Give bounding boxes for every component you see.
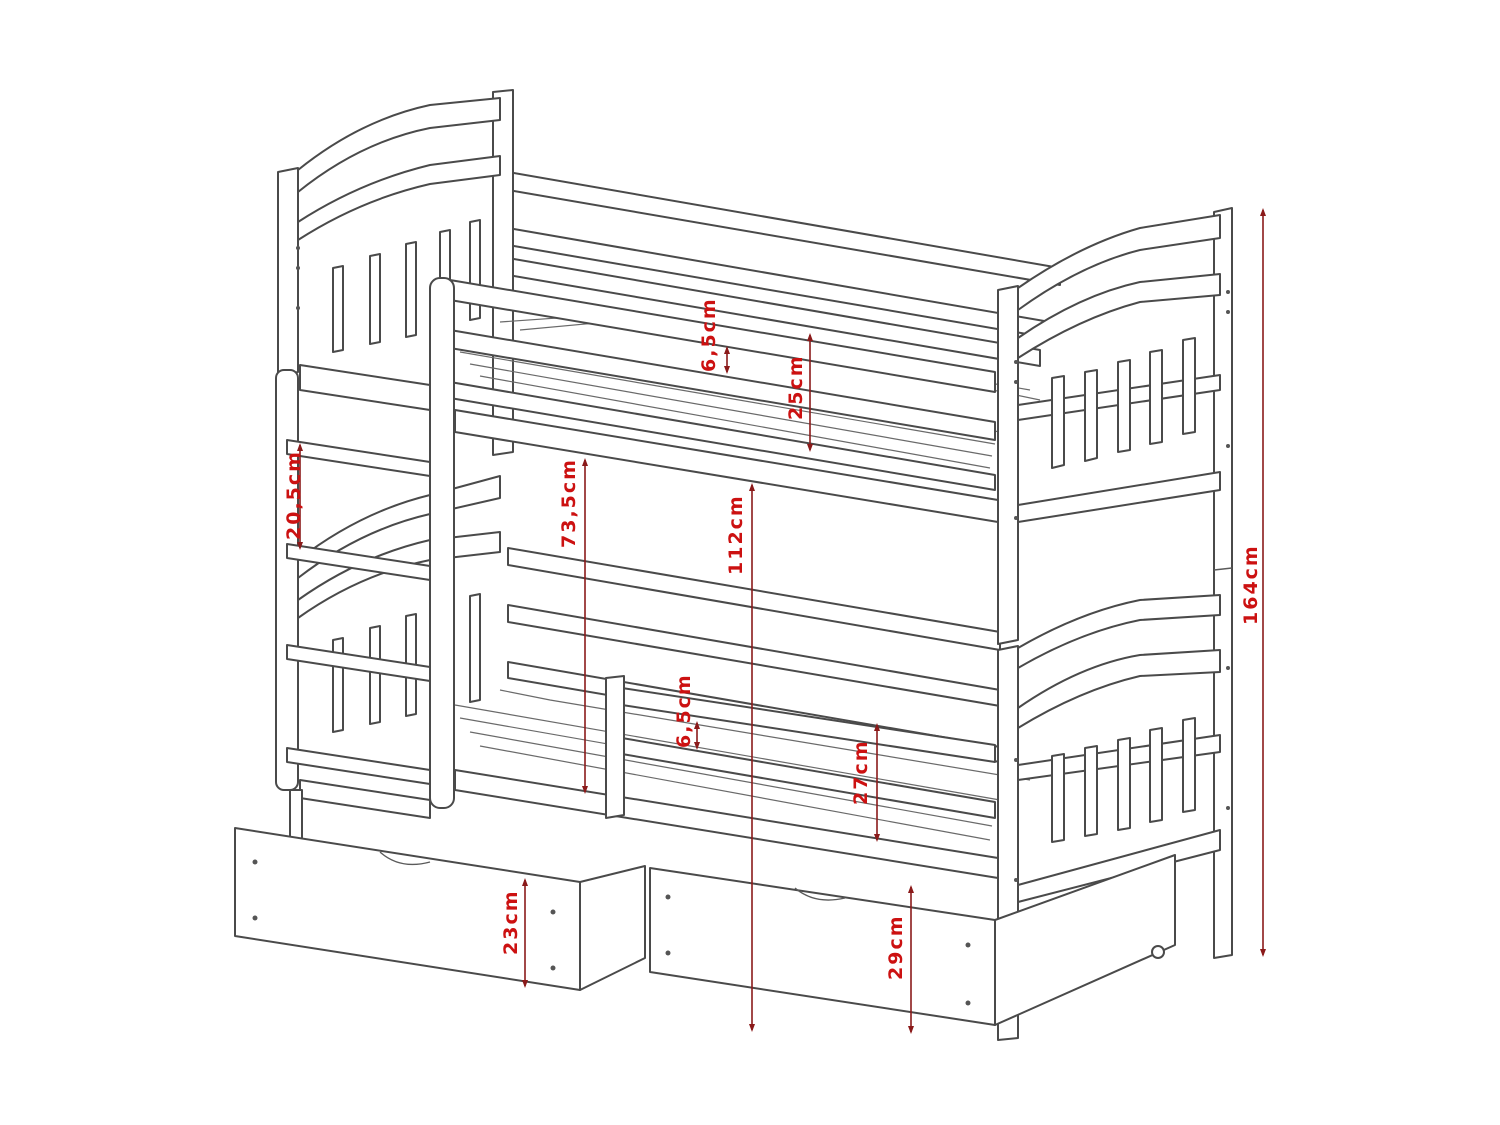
right-drawer xyxy=(649,854,1176,1026)
dim-bottom-mattress-gap: 6,5cm xyxy=(673,673,695,748)
dim-top-mattress-gap: 6,5cm xyxy=(698,297,720,372)
left-drawer xyxy=(234,827,646,991)
dim-left-drawer-height: 23cm xyxy=(500,889,522,955)
post-screws xyxy=(296,246,1230,882)
dim-ladder-step: 20,5cm xyxy=(283,450,305,540)
left-headboard-upper xyxy=(277,97,501,377)
dimension-labels: 6,5cm 25cm 20,5cm 73,5cm 112cm 6,5cm 27c… xyxy=(283,297,1262,980)
right-footboard-upper xyxy=(997,214,1221,645)
dim-total-height: 164cm xyxy=(1240,544,1262,625)
dim-top-bed-height: 112cm xyxy=(725,494,747,575)
dim-bottom-bed-clearance: 73,5cm xyxy=(558,458,580,548)
lower-front-rails xyxy=(299,675,999,879)
upper-front-rails xyxy=(299,279,999,523)
dim-top-rail-height: 25cm xyxy=(785,354,807,420)
dim-bottom-rail-height: 27cm xyxy=(850,739,872,805)
lower-bed-slats xyxy=(454,689,1031,841)
left-headboard-lower xyxy=(297,475,501,733)
dimension-lines xyxy=(297,208,1266,1034)
dim-right-drawer-height: 29cm xyxy=(885,914,907,980)
ladder xyxy=(275,277,455,841)
